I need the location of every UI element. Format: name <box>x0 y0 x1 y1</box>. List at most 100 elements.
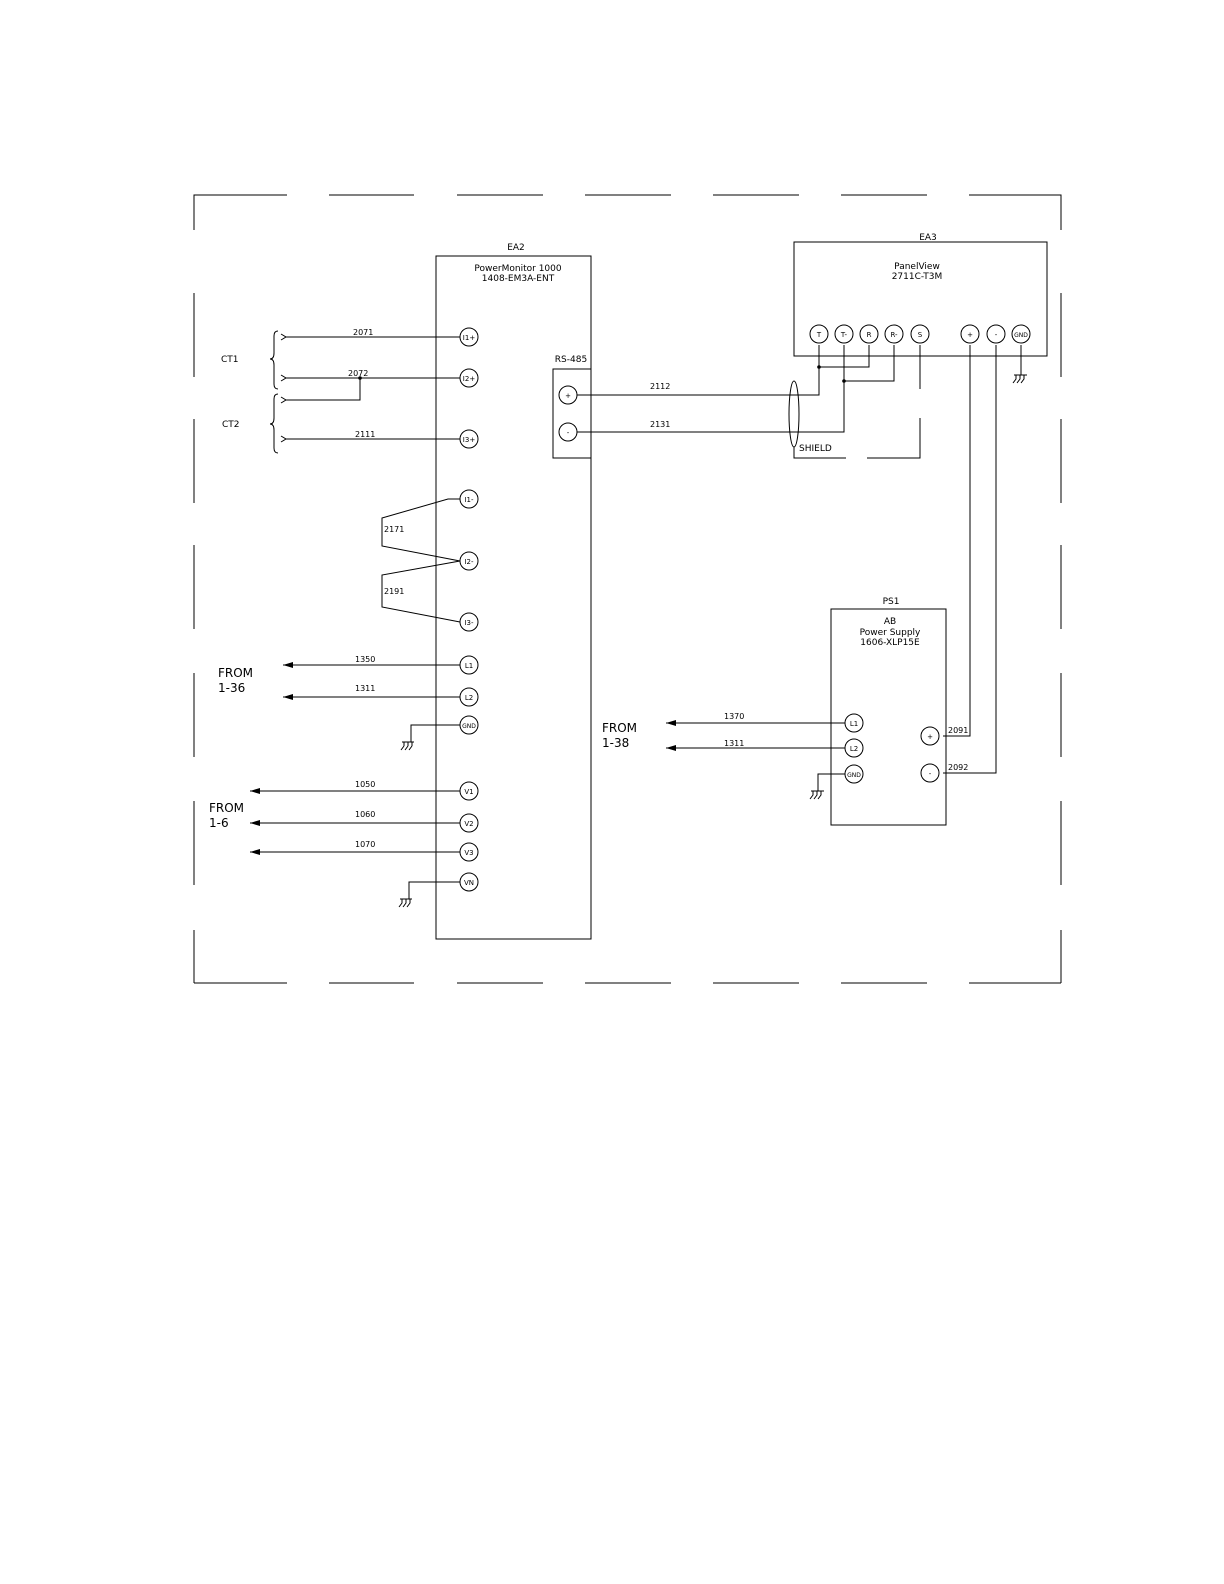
terminal-i2-minus: I2- <box>459 551 479 571</box>
ps1-tag: PS1 <box>883 597 900 607</box>
svg-text:-: - <box>995 331 998 339</box>
svg-text:V3: V3 <box>464 849 473 857</box>
svg-text:T: T <box>816 331 822 339</box>
junction-dot <box>817 365 821 369</box>
terminal-vn: VN <box>459 872 479 892</box>
svg-text:T-: T- <box>840 331 848 339</box>
wire-label-2072: 2072 <box>348 369 368 378</box>
ct1-label: CT1 <box>221 355 239 365</box>
from-label-b-line1: FROM <box>209 801 244 815</box>
ea3-tag: EA3 <box>919 233 937 243</box>
svg-text:VN: VN <box>464 879 474 887</box>
ea2-name: PowerMonitor 1000 <box>474 264 561 274</box>
terminal-pv-t-minus: T- <box>834 324 854 344</box>
svg-text:GND: GND <box>462 723 476 730</box>
terminal-rs485-plus: + <box>558 385 578 405</box>
wire-label-2111: 2111 <box>355 430 375 439</box>
arrow-head <box>283 694 293 700</box>
svg-text:L1: L1 <box>465 662 473 670</box>
ps1-model: 1606-XLP15E <box>860 638 920 648</box>
ea2-model: 1408-EM3A-ENT <box>482 274 555 284</box>
wire-label-2131: 2131 <box>650 420 670 429</box>
wire-label-2092: 2092 <box>948 763 968 772</box>
wire-label-2112: 2112 <box>650 382 670 391</box>
from-label-a-line1: FROM <box>218 666 253 680</box>
from-label-c-line1: FROM <box>602 721 637 735</box>
terminal-ps-l2: L2 <box>844 738 864 758</box>
svg-text:L1: L1 <box>850 720 858 728</box>
wire-label-2171: 2171 <box>384 525 404 534</box>
svg-text:I3-: I3- <box>464 619 474 627</box>
ps1-input-wiring <box>666 722 845 800</box>
ea3-name: PanelView <box>894 262 940 272</box>
svg-text:V2: V2 <box>464 820 473 828</box>
arrow-head <box>250 820 260 826</box>
rs485-label: RS-485 <box>555 355 587 365</box>
terminal-pv-r: R <box>859 324 879 344</box>
svg-text:GND: GND <box>1014 332 1028 339</box>
junction-dot <box>842 379 846 383</box>
current-return-jumpers <box>381 498 461 623</box>
svg-text:R-: R- <box>890 331 898 339</box>
wire-label-2191: 2191 <box>384 587 404 596</box>
svg-text:-: - <box>929 770 932 778</box>
terminal-i1-plus: I1+ <box>459 327 479 347</box>
svg-text:-: - <box>567 429 570 437</box>
terminal-ps-l1: L1 <box>844 713 864 733</box>
svg-text:+: + <box>565 392 571 400</box>
ea2-power-wiring <box>283 664 460 751</box>
svg-text:+: + <box>967 331 973 339</box>
terminal-i3-minus: I3- <box>459 612 479 632</box>
svg-text:L2: L2 <box>465 694 473 702</box>
terminal-l2: L2 <box>459 687 479 707</box>
rs485-port: RS-485 <box>552 355 592 459</box>
wire-label-1370: 1370 <box>724 712 744 721</box>
svg-text:L2: L2 <box>850 745 858 753</box>
terminal-pv-plus: + <box>960 324 980 344</box>
rs485-wiring <box>568 345 921 459</box>
terminal-l1: L1 <box>459 655 479 675</box>
terminal-pv-gnd: GND <box>1011 324 1031 344</box>
arrow-head <box>250 849 260 855</box>
svg-text:R: R <box>867 331 872 339</box>
terminal-ps-gnd: GND <box>844 764 864 784</box>
svg-text:I3+: I3+ <box>463 436 476 444</box>
wire-label-1311-left: 1311 <box>355 684 375 693</box>
ea2-voltage-wiring <box>250 790 460 908</box>
wire-label-1050: 1050 <box>355 780 375 789</box>
svg-text:S: S <box>918 331 923 339</box>
terminal-ps-plus: + <box>920 726 940 746</box>
ea2-tag: EA2 <box>507 243 525 253</box>
arrow-head <box>283 662 293 668</box>
arrow-head <box>666 720 676 726</box>
arrow-head <box>250 788 260 794</box>
from-label-c-line2: 1-38 <box>602 736 629 750</box>
ct-wiring <box>269 330 460 454</box>
terminal-pv-r-minus: R- <box>884 324 904 344</box>
svg-text:I2-: I2- <box>464 558 474 566</box>
terminal-gnd: GND <box>459 715 479 735</box>
terminal-rs485-minus: - <box>558 422 578 442</box>
drawing-border <box>193 194 1062 984</box>
from-label-b-line2: 1-6 <box>209 816 229 830</box>
junction-dot <box>358 376 362 380</box>
wire-label-1311-right: 1311 <box>724 739 744 748</box>
terminal-ps-minus: - <box>920 763 940 783</box>
shield-label: SHIELD <box>799 444 832 454</box>
svg-text:I2+: I2+ <box>463 375 476 383</box>
wire-label-1350: 1350 <box>355 655 375 664</box>
svg-text:GND: GND <box>847 772 861 779</box>
wire-label-1070: 1070 <box>355 840 375 849</box>
wire-label-2071: 2071 <box>353 328 373 337</box>
ps1-brand: AB <box>884 617 896 627</box>
terminal-i3-plus: I3+ <box>459 429 479 449</box>
svg-text:+: + <box>927 733 933 741</box>
arrow-head <box>666 745 676 751</box>
svg-text:I1+: I1+ <box>463 334 476 342</box>
wire-label-2091: 2091 <box>948 726 968 735</box>
ea2-powermonitor: EA2 PowerMonitor 1000 1408-EM3A-ENT <box>435 243 592 940</box>
terminal-i2-plus: I2+ <box>459 368 479 388</box>
terminal-v2: V2 <box>459 813 479 833</box>
ps1-power-supply: PS1 AB Power Supply 1606-XLP15E <box>830 597 947 826</box>
ea3-model: 2711C-T3M <box>892 272 943 282</box>
